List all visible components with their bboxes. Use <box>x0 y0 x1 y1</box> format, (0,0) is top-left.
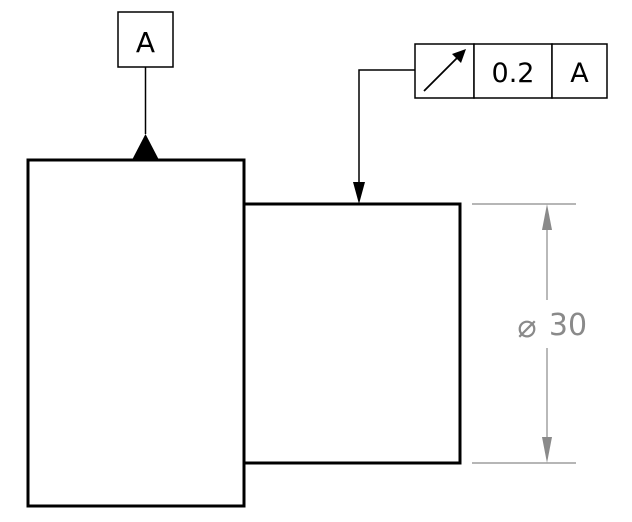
feature-control-frame: 0.2 A <box>353 43 608 204</box>
fcf-leader-arrowhead-icon <box>353 182 365 204</box>
datum-triangle-icon <box>132 134 159 160</box>
fcf-datum-cell <box>551 43 608 99</box>
datum-label-box <box>117 11 174 68</box>
fcf-leader-line <box>358 69 415 182</box>
fcf-tolerance-value: 0.2 <box>492 58 535 89</box>
diameter-value: 30 <box>549 308 587 343</box>
fcf-datum-reference: A <box>570 58 589 89</box>
dimension-arrow-up-icon <box>542 204 552 230</box>
datum-feature-symbol: A <box>117 11 174 160</box>
small-cylinder-body <box>242 202 462 465</box>
diameter-symbol: ⌀ <box>517 307 536 345</box>
diameter-dimension: ⌀ 30 <box>472 203 587 464</box>
large-cylinder-body <box>26 158 246 508</box>
datum-label: A <box>136 26 155 59</box>
dimension-arrow-down-icon <box>542 437 552 463</box>
fcf-tolerance-cell <box>473 43 553 99</box>
circular-runout-icon <box>423 49 466 92</box>
